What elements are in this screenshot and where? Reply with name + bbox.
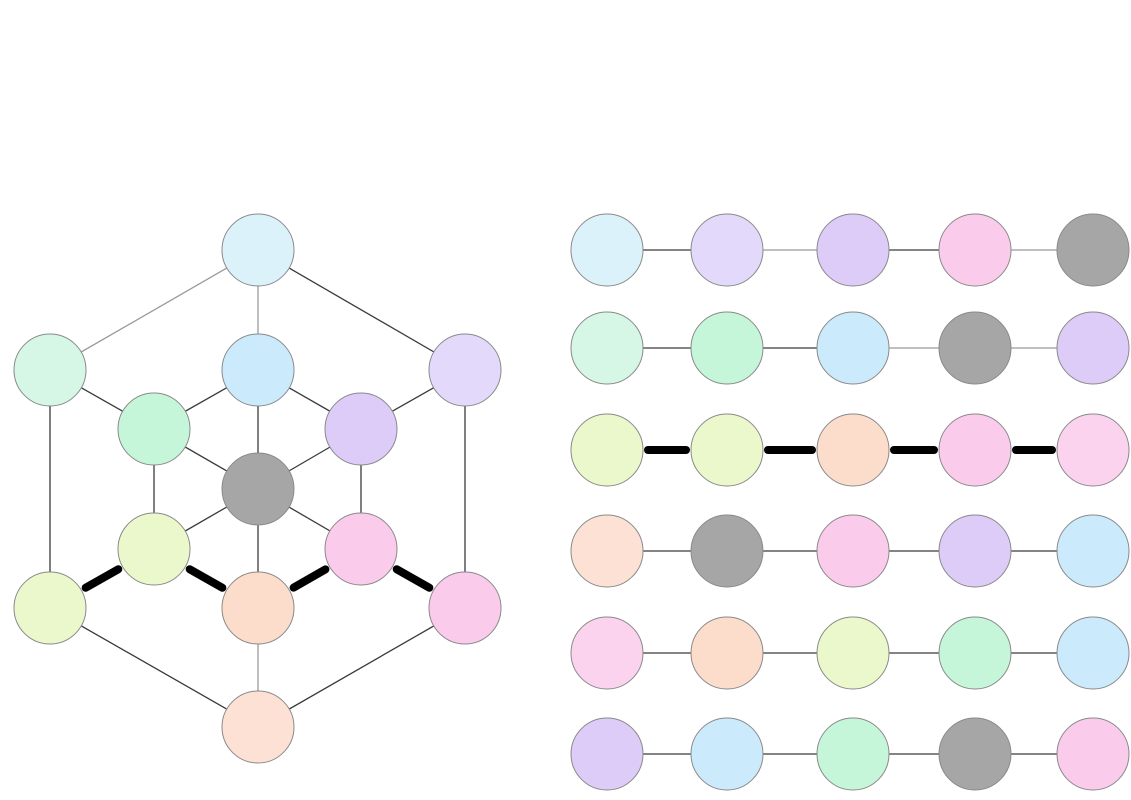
- graph-edge: [257, 249, 466, 371]
- row-4-node-2: [690, 514, 764, 588]
- row-3-node-2: [690, 413, 764, 487]
- row-4-node-5: [1056, 514, 1130, 588]
- cube-node-top: [221, 213, 295, 287]
- highlighted-edge: [289, 565, 330, 592]
- cube-node-upper-left: [13, 333, 87, 407]
- row-6-node-3: [816, 717, 890, 791]
- graph-edge: [49, 249, 259, 371]
- cube-node-lower-left: [13, 571, 87, 645]
- graph-edge: [257, 607, 466, 728]
- cube-node-inner-top: [221, 333, 295, 407]
- row-2-node-3: [816, 311, 890, 385]
- row-4-node-1: [570, 514, 644, 588]
- graph-edge: [49, 607, 259, 728]
- cube-node-inner-lower-left: [117, 512, 191, 586]
- cube-node-inner-bottom: [221, 571, 295, 645]
- cube-node-inner-lower-right: [324, 512, 398, 586]
- row-4-node-4: [938, 514, 1012, 588]
- highlighted-edge: [392, 565, 434, 592]
- cube-node-center: [221, 452, 295, 526]
- row-2-node-2: [690, 311, 764, 385]
- cube-node-bottom: [221, 690, 295, 764]
- row-5-node-1: [570, 616, 644, 690]
- row-2-node-1: [570, 311, 644, 385]
- cube-node-inner-upper-right: [324, 392, 398, 466]
- cube-node-upper-right: [428, 333, 502, 407]
- row-6-node-5: [1056, 717, 1130, 791]
- row-3-node-4: [938, 413, 1012, 487]
- row-5-node-3: [816, 616, 890, 690]
- row-5-node-2: [690, 616, 764, 690]
- row-6-node-1: [570, 717, 644, 791]
- row-3-node-3: [816, 413, 890, 487]
- row-2-node-5: [1056, 311, 1130, 385]
- row-5-node-4: [938, 616, 1012, 690]
- row-4-node-3: [816, 514, 890, 588]
- row-2-node-4: [938, 311, 1012, 385]
- cube-graph-nodes: [13, 213, 502, 764]
- cube-node-inner-upper-left: [117, 392, 191, 466]
- row-6-node-4: [938, 717, 1012, 791]
- row-3-node-5: [1056, 413, 1130, 487]
- path-rows-nodes: [570, 213, 1130, 791]
- row-1-node-1: [570, 213, 644, 287]
- cube-node-lower-right: [428, 571, 502, 645]
- highlighted-edge: [81, 565, 123, 592]
- row-5-node-5: [1056, 616, 1130, 690]
- row-6-node-2: [690, 717, 764, 791]
- row-3-node-1: [570, 413, 644, 487]
- highlighted-edge: [185, 565, 227, 592]
- row-1-node-4: [938, 213, 1012, 287]
- row-1-node-3: [816, 213, 890, 287]
- row-1-node-5: [1056, 213, 1130, 287]
- row-1-node-2: [690, 213, 764, 287]
